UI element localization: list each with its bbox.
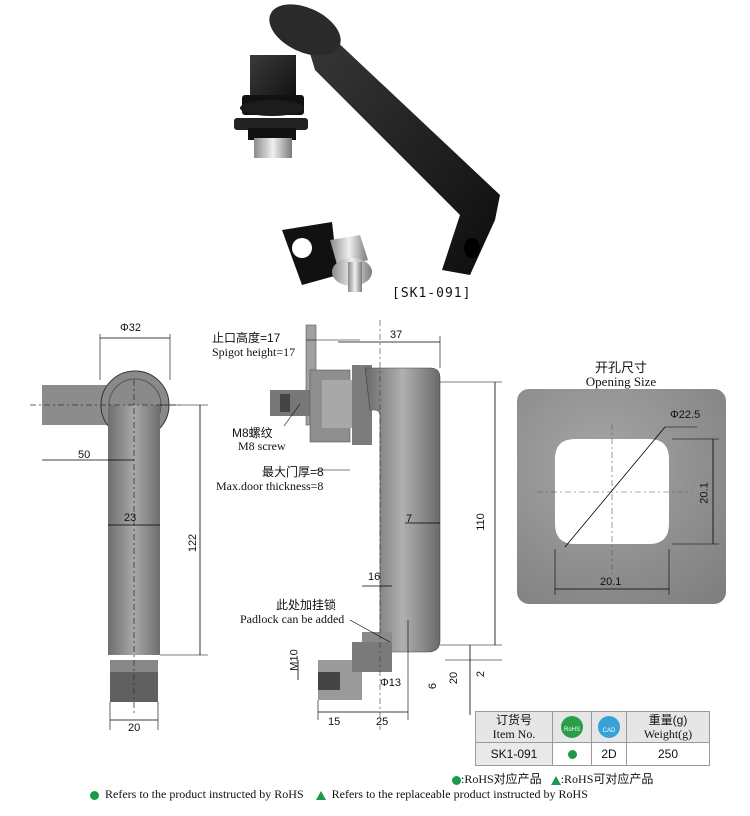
opening-dim-height: 20.1: [698, 482, 711, 504]
header-cad: CAD: [591, 711, 627, 743]
dim-phi13: Φ13: [380, 677, 402, 689]
rohs-dot-icon: [452, 775, 461, 785]
legend-rohs-cn: :RoHS对应产品: [461, 772, 542, 786]
padlock-label-en: Padlock can be added: [240, 612, 345, 626]
cell-item: SK1-091: [475, 742, 553, 766]
handle-photo-illustration: [234, 4, 500, 292]
opening-title-cn: 开孔尺寸: [594, 360, 647, 375]
legend-cn: :RoHS对应产品 :RoHS可对应产品: [452, 770, 653, 787]
dim-20b: 20: [448, 671, 461, 685]
dim-25: 25: [376, 716, 389, 728]
replace-triangle-icon: [315, 790, 326, 800]
dim-diameter-32: Φ32: [120, 322, 142, 334]
dim-23: 23: [124, 512, 137, 524]
dim-37: 37: [390, 329, 403, 341]
header-weight-cn: 重量(g): [648, 713, 688, 727]
dim-50: 50: [78, 449, 91, 461]
cad-badge-icon: CAD: [598, 716, 620, 738]
header-weight: 重量(g) Weight(g): [626, 711, 710, 743]
product-photo: [220, 0, 520, 300]
header-item: 订货号 Item No.: [475, 711, 553, 743]
dim-20: 20: [128, 722, 141, 734]
opening-dim-diameter: Φ22.5: [670, 409, 701, 421]
legend-rohs-en: Refers to the product instructed by RoHS: [105, 787, 304, 801]
dim-16: 16: [368, 571, 381, 583]
door-label-en: Max.door thickness=8: [216, 479, 324, 493]
replace-triangle-icon: [550, 775, 561, 785]
screw-label-en: M8 screw: [238, 439, 286, 453]
legend-en: Refers to the product instructed by RoHS…: [90, 787, 588, 802]
header-rohs: RoHS: [552, 711, 592, 743]
header-item-en: Item No.: [492, 727, 536, 741]
header-item-cn: 订货号: [495, 713, 532, 727]
rohs-dot-icon: [567, 750, 577, 760]
front-view-drawing: [30, 334, 208, 730]
door-label-cn: 最大门厚=8: [262, 465, 324, 479]
opening-dim-width: 20.1: [600, 576, 622, 588]
side-view-drawing: [270, 320, 502, 730]
model-label: [SK1-091]: [392, 286, 472, 301]
legend-replace-en: Refers to the replaceable product instru…: [331, 787, 588, 801]
spec-table: 订货号 Item No. RoHS CAD 重量(g) Weight(g) SK…: [475, 711, 710, 766]
legend-replace-cn: :RoHS可对应产品: [560, 772, 654, 786]
dim-6: 6: [427, 682, 440, 690]
cell-weight: 250: [626, 742, 710, 766]
screw-label-cn: M8螺纹: [232, 426, 273, 440]
spigot-label-cn: 止口高度=17: [212, 331, 281, 345]
dim-7: 7: [406, 513, 413, 525]
spigot-label-en: Spigot height=17: [212, 345, 296, 359]
rohs-dot-icon: [90, 790, 99, 800]
header-weight-en: Weight(g): [643, 727, 693, 741]
cell-rohs: [552, 742, 592, 766]
dim-15: 15: [328, 716, 341, 728]
padlock-label-cn: 此处加挂锁: [276, 598, 337, 612]
dim-m10: M10: [288, 649, 301, 671]
cell-cad: 2D: [591, 742, 627, 766]
opening-title-en: Opening Size: [585, 374, 657, 389]
dim-2: 2: [475, 670, 488, 678]
opening-size-drawing: [537, 424, 719, 595]
dim-122: 122: [187, 533, 200, 553]
rohs-badge-icon: RoHS: [561, 716, 583, 738]
table-row: SK1-091 2D 250: [475, 742, 710, 766]
dim-110: 110: [474, 513, 487, 531]
